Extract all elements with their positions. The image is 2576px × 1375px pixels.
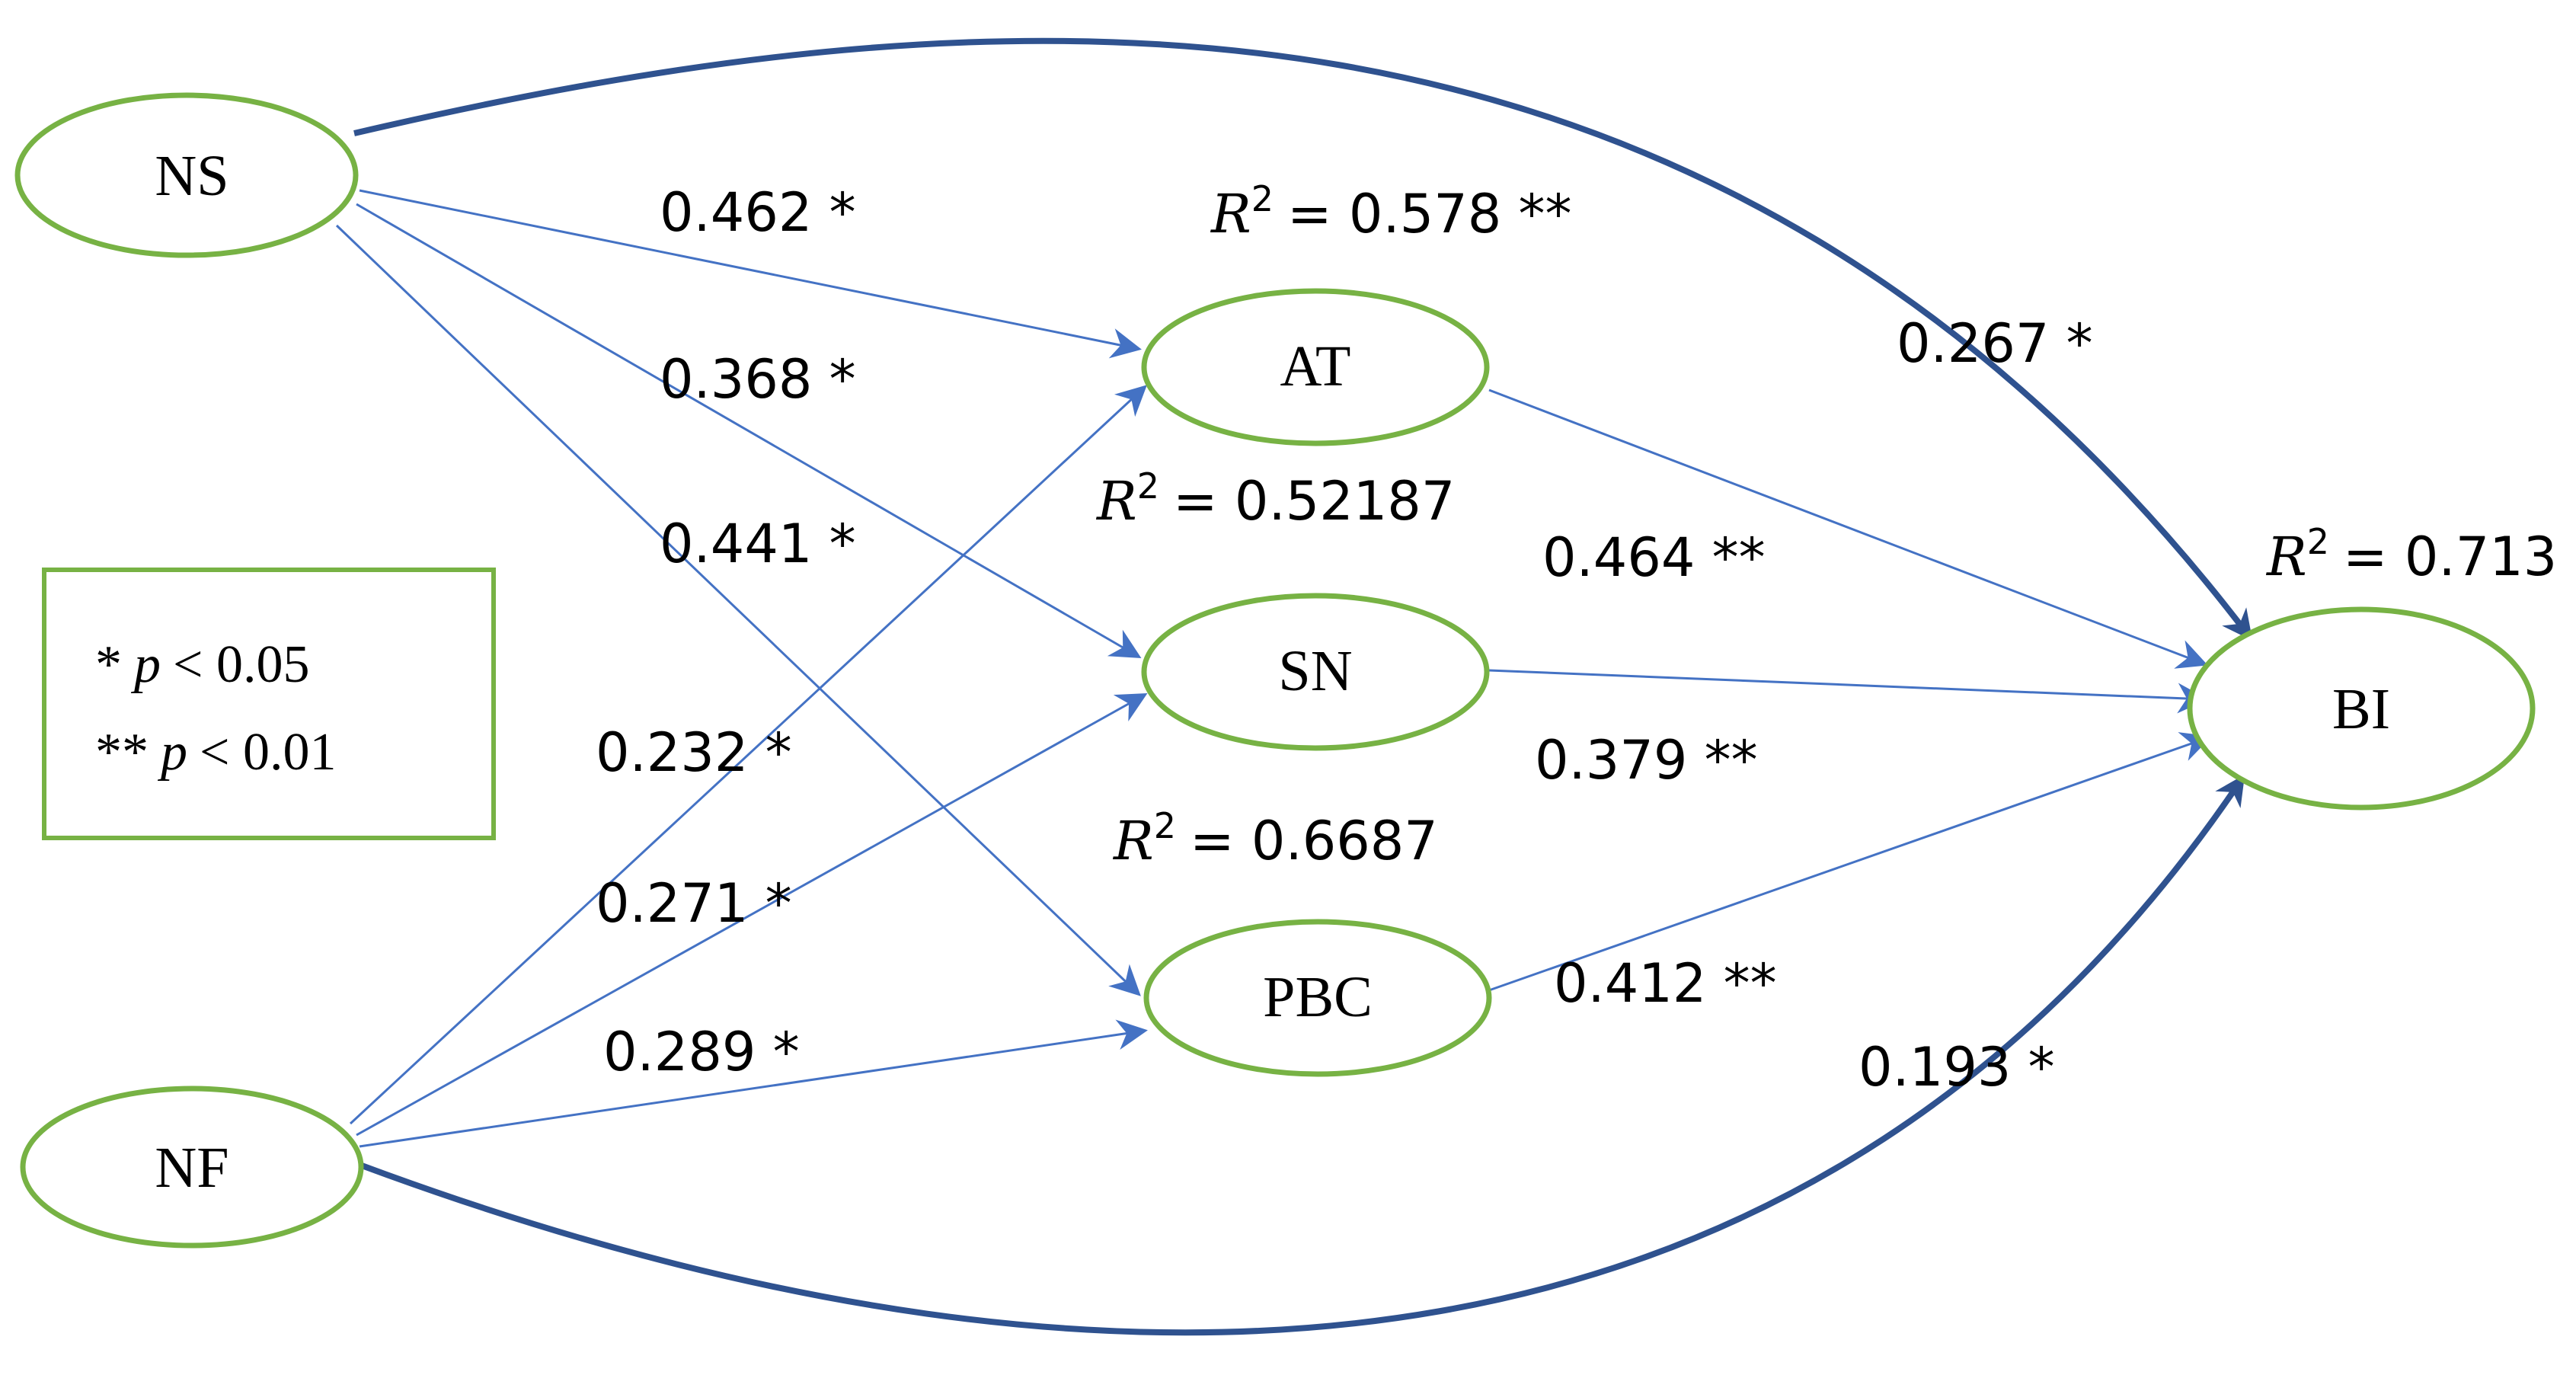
direct-paths xyxy=(353,37,2254,1336)
r-squared-labels: R2= 0.578 ** R2= 0.52187 R2= 0.6687 R2= … xyxy=(1095,178,2557,872)
r2-at: R2= 0.578 ** xyxy=(1210,178,1572,245)
path-coefficients: 0.462 * 0.368 * 0.441 * 0.232 * 0.271 * … xyxy=(596,181,2093,1098)
r2-bi: R2= 0.713 xyxy=(2265,521,2557,588)
legend-box xyxy=(42,568,496,840)
coef-nf-at: 0.232 * xyxy=(596,721,792,784)
node-ns-label: NS xyxy=(155,144,229,208)
coef-ns-bi: 0.267 * xyxy=(1897,312,2093,375)
node-ns: NS xyxy=(14,92,359,258)
significance-legend: *p< 0.05 **p< 0.01 xyxy=(42,568,496,840)
legend-line-2: **p< 0.01 xyxy=(95,723,336,782)
node-at-label: AT xyxy=(1280,334,1351,398)
node-sn: SN xyxy=(1141,593,1490,751)
path-at-bi xyxy=(1488,389,2208,669)
coef-sn-bi: 0.379 ** xyxy=(1535,729,1758,791)
coef-ns-at: 0.462 * xyxy=(660,181,856,244)
r2-sn: R2= 0.52187 xyxy=(1095,465,1455,532)
coef-at-bi: 0.464 ** xyxy=(1542,526,1766,589)
path-ns-at xyxy=(359,189,1142,359)
path-sn-bi xyxy=(1488,669,2208,714)
coef-pbc-bi: 0.412 ** xyxy=(1554,952,1777,1015)
thin-paths xyxy=(335,189,2212,1148)
node-pbc-label: PBC xyxy=(1263,965,1373,1029)
node-bi: BI xyxy=(2187,606,2536,811)
coef-nf-sn: 0.271 * xyxy=(596,872,792,935)
path-nf-sn xyxy=(356,693,1148,1137)
path-ns-sn xyxy=(356,203,1142,659)
node-bi-label: BI xyxy=(2332,677,2390,741)
path-nf-at xyxy=(349,385,1147,1125)
node-nf: NF xyxy=(20,1086,364,1249)
node-nf-label: NF xyxy=(155,1136,229,1200)
node-pbc: PBC xyxy=(1143,919,1492,1077)
r2-pbc: R2= 0.6687 xyxy=(1112,805,1438,872)
coef-ns-sn: 0.368 * xyxy=(660,348,856,411)
coef-nf-bi: 0.193 * xyxy=(1858,1036,2055,1098)
path-nf-bi xyxy=(360,774,2246,1336)
nodes: NS NF AT SN PBC BI xyxy=(14,92,2536,1249)
coef-ns-pbc: 0.441 * xyxy=(660,513,856,575)
node-sn-label: SN xyxy=(1278,639,1352,703)
legend-line-1: *p< 0.05 xyxy=(95,635,309,694)
coef-nf-pbc: 0.289 * xyxy=(603,1021,800,1083)
path-nf-pbc xyxy=(359,1019,1148,1148)
path-ns-bi xyxy=(353,37,2254,641)
path-pbc-bi xyxy=(1488,732,2212,992)
path-ns-pbc xyxy=(335,224,1141,996)
node-at: AT xyxy=(1141,288,1490,446)
